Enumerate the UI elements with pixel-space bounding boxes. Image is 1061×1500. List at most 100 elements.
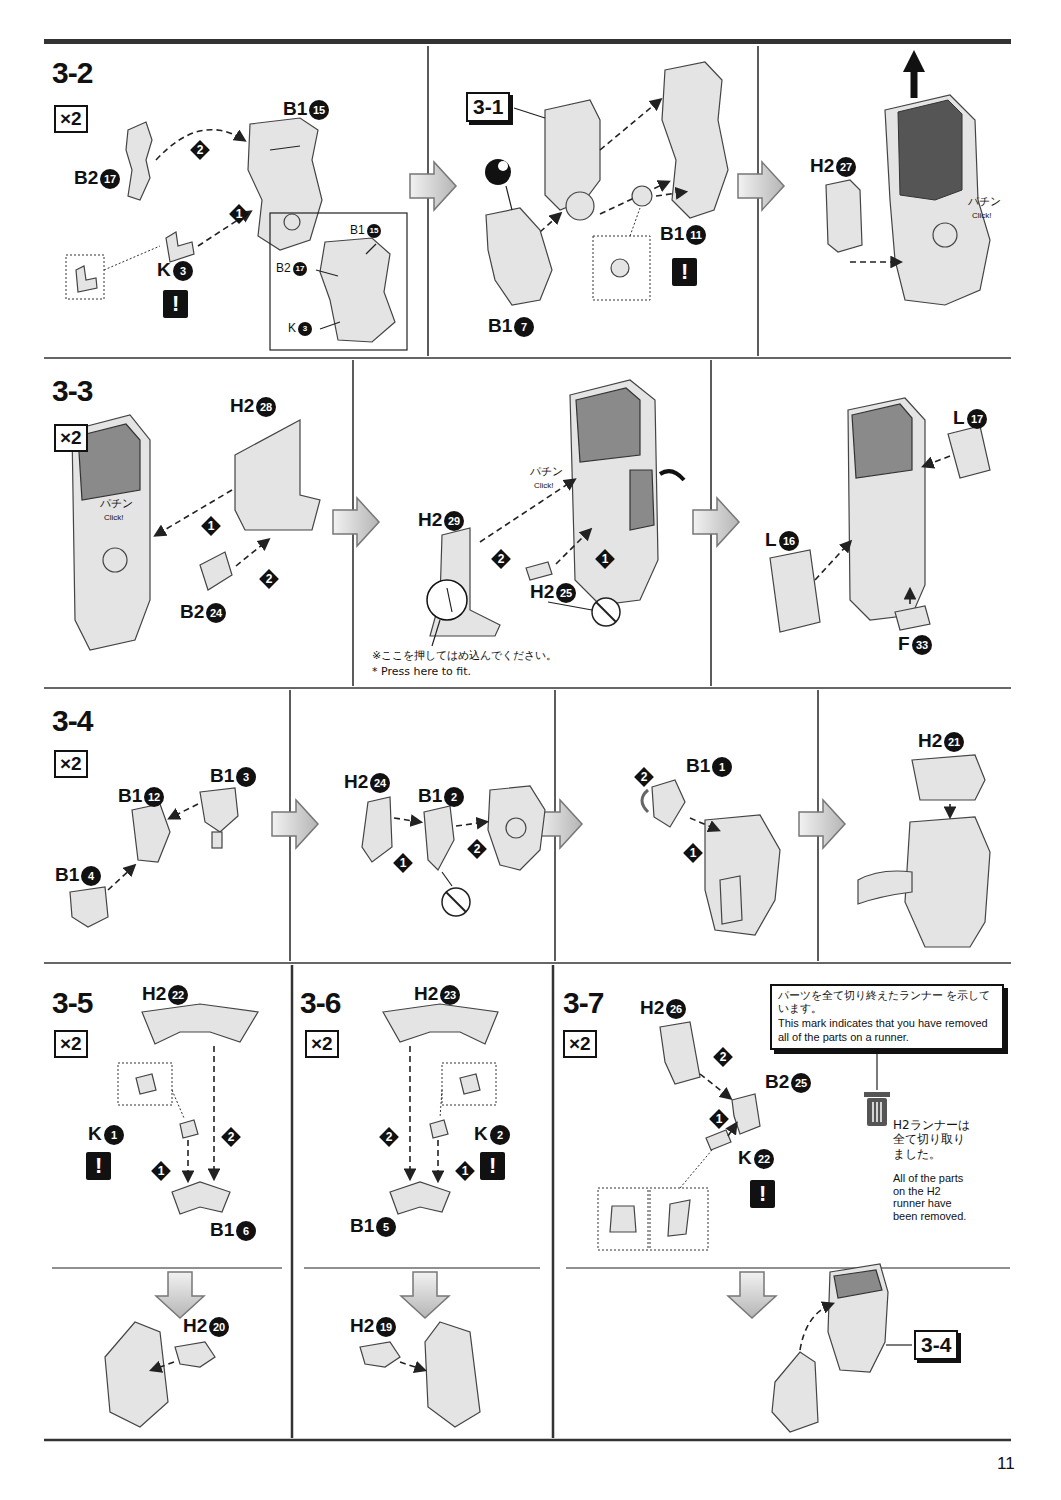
quantity-box: ×2 bbox=[54, 424, 88, 452]
order-number: 1 bbox=[682, 842, 704, 864]
part-number: 17 bbox=[100, 169, 120, 189]
node-text: ×2 bbox=[60, 426, 82, 450]
illustration-shape bbox=[425, 1322, 480, 1427]
illustration-shape bbox=[514, 108, 545, 118]
illustration-shape bbox=[284, 214, 300, 230]
illustration-shape bbox=[156, 1272, 204, 1318]
illustration-shape bbox=[652, 780, 685, 827]
part-letter: B2 bbox=[74, 168, 98, 189]
illustration-shape bbox=[548, 602, 592, 610]
illustration-shape bbox=[864, 1092, 890, 1097]
quantity-box: ×2 bbox=[54, 105, 88, 133]
order-number: 2 bbox=[189, 139, 211, 161]
illustration-shape bbox=[447, 588, 452, 612]
node-text: ! bbox=[172, 291, 179, 317]
illustration-shape bbox=[485, 159, 511, 185]
quantity-box: ×2 bbox=[54, 1030, 88, 1058]
part-letter: K bbox=[288, 322, 296, 335]
illustration-shape bbox=[118, 1063, 172, 1105]
part-letter: B2 bbox=[765, 1072, 789, 1093]
part-number: 20 bbox=[209, 1317, 229, 1337]
illustration-shape bbox=[44, 687, 1011, 689]
part-number: 17 bbox=[967, 409, 987, 429]
part-number: 28 bbox=[256, 397, 276, 417]
part-number: 3 bbox=[173, 261, 193, 281]
part-letter: H2 bbox=[918, 731, 942, 752]
node-text: ×2 bbox=[60, 1032, 82, 1056]
illustration-shape bbox=[486, 208, 552, 305]
order-number: 2 bbox=[378, 1126, 400, 1148]
caution-mark: ! bbox=[480, 1152, 505, 1180]
illustration-shape bbox=[593, 236, 650, 300]
illustration-shape bbox=[170, 804, 198, 818]
part-number: 29 bbox=[444, 511, 464, 531]
note-box: パーツを全て切り終えたランナー を示しています。This mark indica… bbox=[770, 984, 1004, 1050]
illustration-shape bbox=[200, 788, 238, 832]
illustration-shape bbox=[876, 1054, 877, 1090]
order-number: 2 bbox=[712, 1046, 734, 1068]
illustration-shape bbox=[600, 100, 660, 150]
illustration-shape bbox=[291, 965, 294, 1438]
illustration-shape bbox=[598, 1188, 648, 1250]
illustration-shape bbox=[172, 1182, 230, 1214]
illustration-shape bbox=[570, 380, 658, 605]
illustration-shape bbox=[437, 1140, 439, 1180]
part-number: 11 bbox=[686, 225, 706, 245]
illustration-shape bbox=[248, 118, 322, 250]
node-text: パーツを全て切り終えたランナー を示しています。 bbox=[778, 989, 996, 1015]
part-letter: B1 bbox=[418, 786, 442, 807]
illustration-shape bbox=[898, 100, 962, 200]
illustration-shape bbox=[660, 471, 684, 480]
part-letter: B1 bbox=[350, 1216, 374, 1237]
part-number: 22 bbox=[168, 985, 188, 1005]
illustration-shape bbox=[70, 887, 108, 927]
runner-note: H2ランナーは 全て切り取り ました。 bbox=[893, 1118, 979, 1161]
note-text: ※ここを押してはめ込んでください。 bbox=[372, 650, 557, 662]
illustration-shape bbox=[360, 1342, 400, 1367]
node-text: ! bbox=[681, 259, 688, 285]
illustration-shape bbox=[432, 620, 440, 646]
part-letter: B1 bbox=[488, 316, 512, 337]
part-number: 26 bbox=[666, 999, 686, 1019]
step-number: 3-4 bbox=[52, 704, 92, 737]
illustration-shape bbox=[44, 962, 1011, 964]
part-number: 4 bbox=[81, 866, 101, 886]
illustration-shape bbox=[200, 552, 232, 590]
illustration-shape bbox=[556, 530, 590, 564]
illustration-shape bbox=[552, 965, 555, 1438]
illustration-shape bbox=[924, 456, 950, 466]
illustration-shape bbox=[732, 1094, 760, 1134]
illustration-shape bbox=[826, 180, 862, 252]
illustration-shape bbox=[180, 1120, 198, 1138]
illustration-shape bbox=[911, 70, 918, 98]
illustration-shape bbox=[440, 1090, 442, 1118]
illustration-shape bbox=[76, 266, 97, 292]
illustration-shape bbox=[526, 562, 552, 580]
illustration-shape bbox=[690, 818, 718, 830]
part-number: 1 bbox=[712, 757, 732, 777]
illustration-shape bbox=[610, 1206, 636, 1232]
caution-mark: ! bbox=[672, 258, 697, 286]
illustration-shape bbox=[394, 818, 420, 822]
illustration-shape bbox=[427, 580, 467, 620]
step-reference-box: 3-4 bbox=[914, 1330, 958, 1360]
illustration-shape bbox=[172, 1090, 184, 1118]
order-number: 2 bbox=[466, 838, 488, 860]
part-number: 15 bbox=[367, 224, 381, 238]
part-letter: F bbox=[898, 634, 910, 655]
part-number: 24 bbox=[206, 603, 226, 623]
illustration-shape bbox=[834, 1270, 882, 1298]
illustration-shape bbox=[442, 1063, 496, 1105]
illustration-shape bbox=[304, 1267, 540, 1268]
node-text: ×2 bbox=[60, 107, 82, 131]
caution-mark: ! bbox=[163, 290, 188, 318]
part-number: 23 bbox=[440, 985, 460, 1005]
part-letter: H2 bbox=[230, 396, 254, 417]
part-letter: B1 bbox=[210, 1220, 234, 1241]
illustration-shape bbox=[213, 1046, 215, 1178]
illustration-shape bbox=[850, 261, 900, 263]
part-letter: H2 bbox=[183, 1316, 207, 1337]
illustration-shape bbox=[320, 322, 340, 329]
illustration-shape bbox=[108, 866, 134, 890]
